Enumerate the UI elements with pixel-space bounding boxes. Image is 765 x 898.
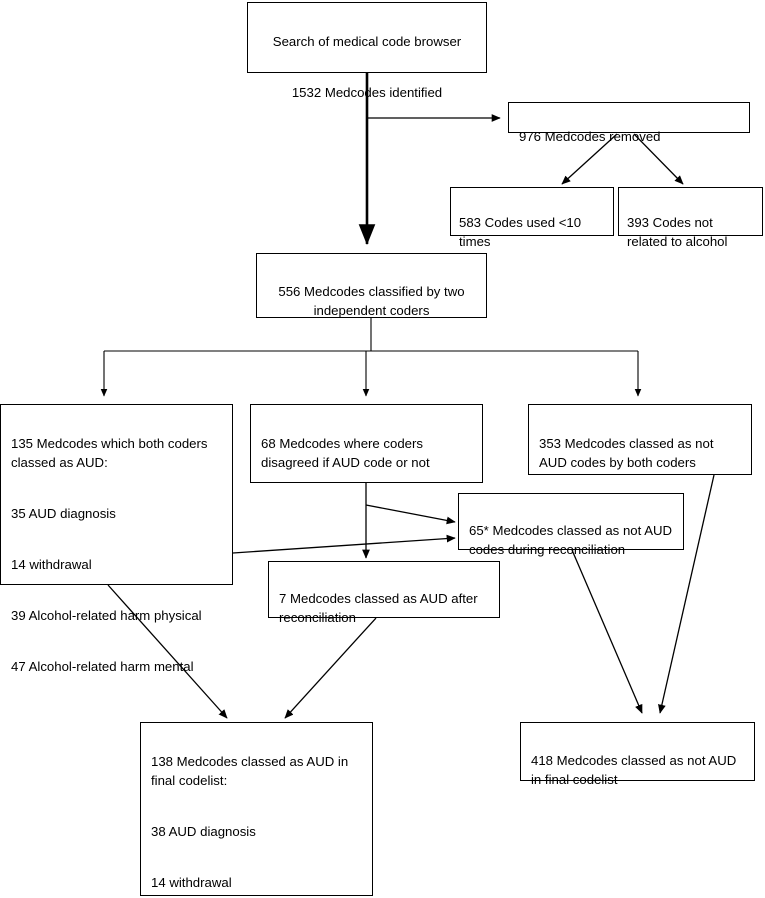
node-final-aud-line1: 138 Medcodes classed as AUD in final cod… — [151, 754, 349, 788]
edge-recon-not-aud-to-final-not-aud — [571, 549, 643, 714]
node-search-line2: 1532 Medcodes identified — [291, 85, 443, 100]
edge-removed-to-used-lt10 — [561, 133, 618, 185]
node-final-aud: 138 Medcodes classed as AUD in final cod… — [140, 722, 373, 896]
node-search-line1: Search of medical code browser — [272, 34, 462, 49]
node-classified-label: 556 Medcodes classified by two independe… — [278, 284, 465, 318]
node-both-aud: 135 Medcodes which both coders classed a… — [0, 404, 233, 674]
node-both-aud-line5: 47 Alcohol-related harm mental — [11, 659, 194, 674]
node-both-aud-line2: 35 AUD diagnosis — [11, 506, 116, 521]
node-not-aud-both: 353 Medcodes classed as not AUD codes by… — [528, 404, 752, 475]
node-both-aud-line4: 39 Alcohol-related harm physical — [11, 608, 202, 623]
node-both-aud-line1: 135 Medcodes which both coders classed a… — [11, 436, 208, 470]
node-both-aud-line3: 14 withdrawal — [11, 557, 92, 572]
node-removed: 976 Medcodes removed — [508, 102, 750, 144]
node-final-not-aud-label: 418 Medcodes classed as not AUD in final… — [531, 753, 737, 787]
node-search: Search of medical code browser 1532 Medc… — [247, 2, 487, 100]
edge-recon-aud-to-final-aud — [284, 617, 377, 719]
edge-removed-to-not-alcohol — [633, 133, 684, 185]
node-final-aud-line2: 38 AUD diagnosis — [151, 824, 256, 839]
node-disagreed: 68 Medcodes where coders disagreed if AU… — [250, 404, 483, 483]
node-removed-label: 976 Medcodes removed — [519, 129, 661, 144]
node-final-not-aud: 418 Medcodes classed as not AUD in final… — [520, 722, 755, 787]
edge-not-aud-both-to-final-not-aud — [658, 474, 715, 714]
edge-classified-split-bus — [104, 318, 638, 352]
node-recon-aud-label: 7 Medcodes classed as AUD after reconcil… — [279, 591, 478, 625]
node-recon-not-aud: 65* Medcodes classed as not AUD codes du… — [458, 493, 684, 557]
edge-both-aud-to-final-aud — [107, 584, 228, 719]
node-used-lt10: 583 Codes used <10 times — [450, 187, 614, 249]
node-used-lt10-label: 583 Codes used <10 times — [459, 215, 582, 249]
node-classified: 556 Medcodes classified by two independe… — [256, 253, 487, 318]
node-recon-aud: 7 Medcodes classed as AUD after reconcil… — [268, 561, 500, 625]
node-not-aud-both-label: 353 Medcodes classed as not AUD codes by… — [539, 436, 714, 470]
node-not-alcohol: 393 Codes not related to alcohol — [618, 187, 763, 249]
node-disagreed-label: 68 Medcodes where coders disagreed if AU… — [261, 436, 430, 470]
edge-disagreed-to-recon-not-aud — [365, 504, 456, 525]
node-final-aud-line3: 14 withdrawal — [151, 875, 232, 890]
node-recon-not-aud-label: 65* Medcodes classed as not AUD codes du… — [469, 523, 673, 557]
node-not-alcohol-label: 393 Codes not related to alcohol — [627, 215, 728, 249]
edge-both-aud-to-recon-not-aud — [232, 534, 456, 554]
